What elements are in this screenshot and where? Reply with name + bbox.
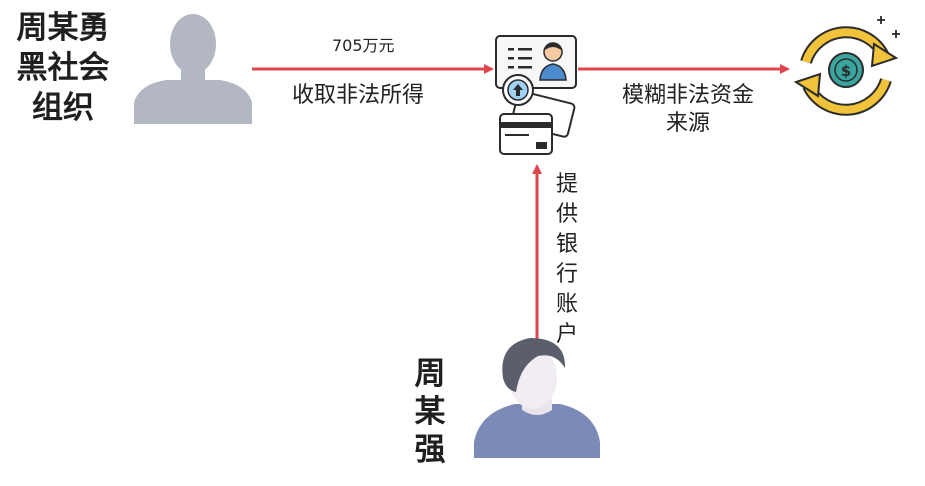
svg-text:$: $ [841,62,851,80]
org-name-line: 组织 [32,90,94,126]
person-name-char: 周 [414,356,446,392]
provide-label-char: 户 [555,322,578,347]
org-name-line: 周某勇 [16,10,110,46]
bank-account-icon [495,35,577,155]
person-avatar-icon [474,338,600,458]
provide-label-char: 行 [555,262,578,287]
org-silhouette-icon [134,14,252,124]
obscure-fund-source-label: 模糊非法资金 来源 [598,82,778,138]
person-name-label: 周 某 强 [408,355,452,469]
person-name-char: 强 [414,432,446,468]
obscure-fund-source-line: 模糊非法资金 [621,83,754,108]
collect-illegal-income-label: 收取非法所得 [292,83,425,108]
org-name-label: 周某勇 黑社会 组织 [8,8,118,128]
provide-label-char: 供 [555,202,578,227]
provide-label-char: 账 [555,292,578,317]
obscure-fund-source-line: 来源 [665,111,710,136]
provide-label-char: 提 [555,172,578,197]
amount-label: 705万元 [332,36,395,55]
provide-label-char: 银 [555,232,578,257]
person-name-char: 某 [414,394,446,430]
provide-bank-account-label: 提 供 银 行 账 户 [554,170,580,350]
org-name-line: 黑社会 [16,50,110,86]
money-cycle-icon: $ [793,16,900,116]
